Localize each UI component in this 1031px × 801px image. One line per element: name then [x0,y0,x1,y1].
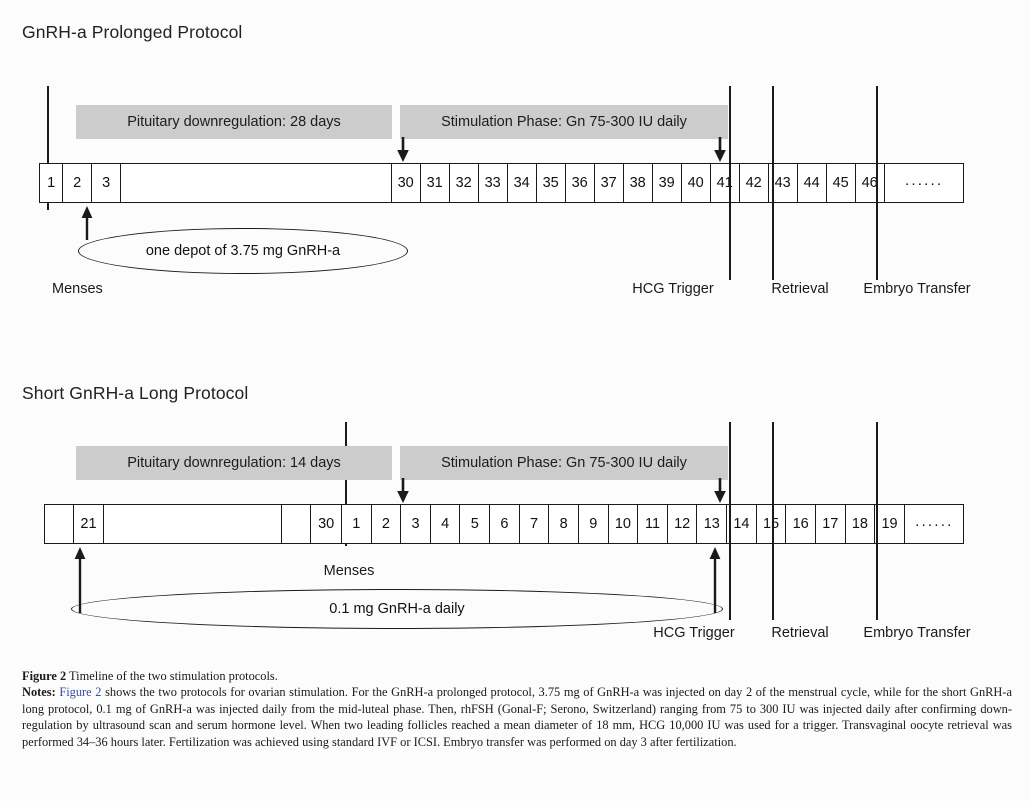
protocol-b-stim-start-arrow-icon [395,478,411,504]
protocol-a-menses-label: Menses [52,281,103,297]
day-cell: 2 [371,505,402,543]
day-cell: 46 [855,164,885,202]
day-cell: 34 [507,164,537,202]
day-cell-gap [121,164,392,202]
protocol-b-menses-rule [345,422,347,546]
protocol-a-event-label-retrieval: Retrieval [771,281,829,297]
day-cell: 8 [549,505,579,543]
protocol-a-event-label-hcg: HCG Trigger [632,281,714,297]
caption-title-line: Figure 2 Timeline of the two stimulation… [22,668,1012,684]
figure-diagram: GnRH-a Prolonged Protocol Menses Pituita… [22,22,971,641]
protocol-a-menses-rule [47,86,49,210]
protocol-a-depot-arrow-icon [79,206,95,240]
day-cell: 3 [401,505,431,543]
day-cell-ellipsis: ······ [904,505,964,543]
protocol-b-stim-end-arrow-icon [712,478,728,504]
day-cell: 35 [536,164,566,202]
day-cell: 30 [391,164,421,202]
day-cell: 31 [420,164,450,202]
day-cell: 45 [826,164,856,202]
day-cell: 16 [786,505,816,543]
day-cell: 30 [311,505,342,543]
caption-notes-line: Notes: Figure 2 shows the two protocols … [22,684,1012,750]
day-cell: 37 [594,164,624,202]
protocol-a-hcg-rule [729,86,731,280]
day-cell: 15 [756,505,787,543]
protocol-b-timeline-strip: 21 30 1 2 3 4 5 6 7 8 9 10 11 12 13 14 1… [44,504,964,544]
day-cell-ellipsis: ······ [884,164,963,202]
day-cell: 21 [73,505,105,543]
protocol-a-retrieval-rule [772,86,774,280]
day-cell-gap [45,505,74,543]
figure-caption: Figure 2 Timeline of the two stimulation… [22,668,1012,750]
caption-notes-body: shows the two protocols for ovarian stim… [22,685,1012,749]
protocol-b-stimulation-bar: Stimulation Phase: Gn 75-300 IU daily [400,446,728,480]
day-cell: 33 [478,164,508,202]
protocol-b-downregulation-bar: Pituitary downregulation: 14 days [76,446,392,480]
protocol-b-title: Short GnRH-a Long Protocol [22,383,249,403]
day-cell: 3 [92,164,122,202]
protocol-a-downregulation-bar: Pituitary downregulation: 28 days [76,105,392,139]
day-cell: 36 [565,164,595,202]
protocol-a-title: GnRH-a Prolonged Protocol [22,22,243,42]
day-cell: 41 [710,164,740,202]
protocol-b-callout-ellipse: 0.1 mg GnRH-a daily [71,589,723,629]
day-cell: 44 [797,164,827,202]
protocol-a-timeline-strip: 1 2 3 30 31 32 33 34 35 36 37 38 39 40 4… [39,163,964,203]
day-cell: 12 [667,505,698,543]
day-cell: 10 [608,505,639,543]
day-cell: 14 [727,505,757,543]
day-cell-gap [104,505,282,543]
protocol-b-menses-label: Menses [323,563,375,579]
day-cell: 42 [739,164,769,202]
protocol-b-event-label-retrieval: Retrieval [771,625,829,641]
protocol-b-hcg-rule [729,422,731,620]
day-cell: 11 [638,505,668,543]
caption-figure-link[interactable]: Figure 2 [59,685,102,700]
day-cell: 13 [697,505,728,543]
day-cell: 4 [430,505,461,543]
caption-figure-title: Timeline of the two stimulation protocol… [69,669,278,683]
day-cell: 19 [875,505,905,543]
protocol-b-embryo-rule [876,422,878,620]
day-cell: 17 [815,505,846,543]
protocol-a-embryo-rule [876,86,878,280]
protocol-b-event-label-hcg: HCG Trigger [653,625,735,641]
day-cell: 40 [681,164,711,202]
protocol-b-event-label-embryo: Embryo Transfer [863,625,971,641]
day-cell: 9 [578,505,609,543]
protocol-a-callout-ellipse: one depot of 3.75 mg GnRH-a [78,228,408,274]
day-cell-gap [281,505,312,543]
day-cell: 7 [519,505,550,543]
day-cell: 18 [845,505,876,543]
day-cell: 6 [490,505,520,543]
day-cell: 1 [40,164,64,202]
day-cell: 39 [652,164,682,202]
protocol-a-stim-end-arrow-icon [712,137,728,163]
protocol-a-stim-start-arrow-icon [395,137,411,163]
protocol-b-retrieval-rule [772,422,774,620]
day-cell: 2 [63,164,93,202]
protocol-b-dose-arrow-right-icon [707,547,723,613]
protocol-a-event-label-embryo: Embryo Transfer [863,281,971,297]
day-cell: 32 [449,164,479,202]
day-cell: 5 [460,505,491,543]
day-cell: 1 [341,505,372,543]
day-cell: 38 [623,164,653,202]
protocol-a-stimulation-bar: Stimulation Phase: Gn 75-300 IU daily [400,105,728,139]
caption-figure-label: Figure 2 [22,669,67,683]
caption-notes-label: Notes: [22,685,56,700]
